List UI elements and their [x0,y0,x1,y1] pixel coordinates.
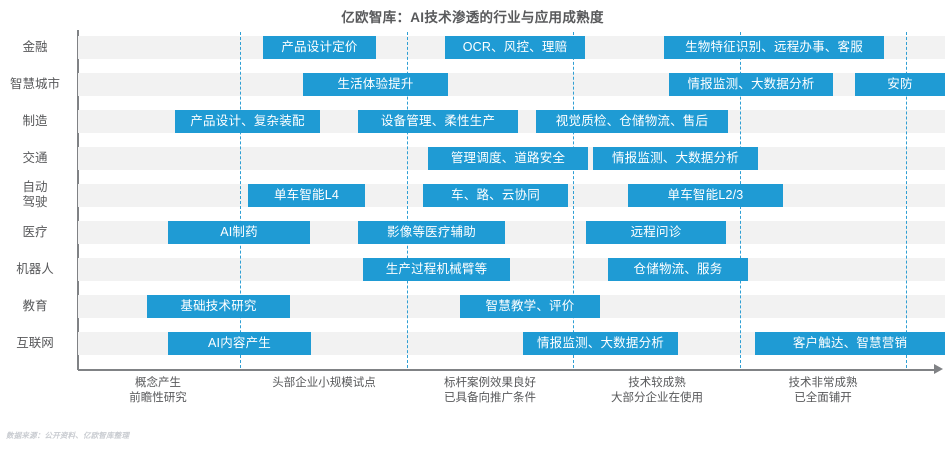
row-label-line: 教育 [22,298,48,313]
gantt-bar[interactable]: 视觉质检、仓储物流、售后 [536,110,728,133]
gantt-bar[interactable]: 远程问诊 [586,221,726,244]
stage-label-line: 概念产生 [135,377,181,389]
row-label-机器人: 机器人 [0,262,70,277]
stage-label-line: 大部分企业在使用 [611,392,703,404]
row-label-制造: 制造 [0,114,70,129]
row-label-line: 制造 [22,113,48,128]
row-label-line: 驾驶 [22,195,48,209]
stage-label-stage-5: 技术非常成熟已全面铺开 [733,376,913,406]
row-label-智慧城市: 智慧城市 [0,77,70,92]
stage-label-stage-4: 技术较成熟大部分企业在使用 [567,376,747,406]
stage-label-stage-1: 概念产生前瞻性研究 [68,376,248,406]
gantt-bar[interactable]: 设备管理、柔性生产 [358,110,518,133]
gantt-bar[interactable]: 仓储物流、服务 [608,258,748,281]
row-label-line: 机器人 [16,261,54,276]
stage-label-line: 头部企业小规模试点 [272,377,376,389]
row-label-line: 互联网 [16,335,54,350]
stage-label-line: 标杆案例效果良好 [444,377,536,389]
row-label-教育: 教育 [0,299,70,314]
gantt-bar[interactable]: 智慧教学、评价 [460,295,600,318]
stage-label-stage-2: 头部企业小规模试点 [234,376,414,391]
stage-label-stage-3: 标杆案例效果良好已具备向推广条件 [400,376,580,406]
gantt-bar[interactable]: 生产过程机械臂等 [363,258,510,281]
stage-label-line: 已具备向推广条件 [444,392,536,404]
gantt-bar[interactable]: 情报监测、大数据分析 [593,147,758,170]
gantt-bar[interactable]: 单车智能L2/3 [628,184,783,207]
gridline-5 [906,32,907,368]
stage-label-line: 技术非常成熟 [788,377,858,389]
row-label-金融: 金融 [0,40,70,55]
chart-title: 亿欧智库：AI技术渗透的行业与应用成熟度 [341,10,604,25]
gantt-bar[interactable]: 基础技术研究 [147,295,290,318]
row-label-line: 医疗 [22,224,48,239]
row-label-交通: 交通 [0,151,70,166]
source-note: 数据来源：公开资料、亿欧智库整理 [6,431,130,440]
row-band [78,258,945,281]
stage-label-line: 前瞻性研究 [129,392,187,404]
row-label-line: 交通 [22,150,48,165]
gantt-bar[interactable]: 车、路、云协同 [423,184,568,207]
stage-label-line: 技术较成熟 [628,377,686,389]
row-label-互联网: 互联网 [0,336,70,351]
gantt-bar[interactable]: AI内容产生 [168,332,311,355]
gantt-bar[interactable]: 产品设计、复杂装配 [175,110,320,133]
gantt-bar[interactable]: 生活体验提升 [303,73,448,96]
gridline-3 [573,32,574,368]
gantt-bar[interactable]: 产品设计定价 [263,36,376,59]
gantt-bar[interactable]: 安防 [855,73,945,96]
gridline-1 [240,32,241,368]
x-axis-arrow-icon [934,364,943,374]
gantt-bar[interactable]: 单车智能L4 [248,184,365,207]
row-label-自动驾驶: 自动驾驶 [0,180,70,210]
gridline-2 [407,32,408,368]
gantt-bar[interactable]: 生物特征识别、远程办事、客服 [664,36,884,59]
row-label-line: 智慧城市 [9,76,60,91]
gantt-bar[interactable]: 情报监测、大数据分析 [523,332,678,355]
row-label-line: 金融 [22,39,48,54]
stage-label-line: 已全面铺开 [794,392,852,404]
gantt-bar[interactable]: OCR、风控、理赔 [445,36,585,59]
gantt-bar[interactable]: 影像等医疗辅助 [358,221,505,244]
x-axis-line [78,369,936,371]
row-label-医疗: 医疗 [0,225,70,240]
row-label-line: 自动 [22,180,48,194]
gantt-bar[interactable]: AI制药 [168,221,310,244]
gantt-bar[interactable]: 客户触达、智慧营销 [755,332,945,355]
gantt-bar[interactable]: 情报监测、大数据分析 [669,73,833,96]
gantt-bar[interactable]: 管理调度、道路安全 [428,147,588,170]
